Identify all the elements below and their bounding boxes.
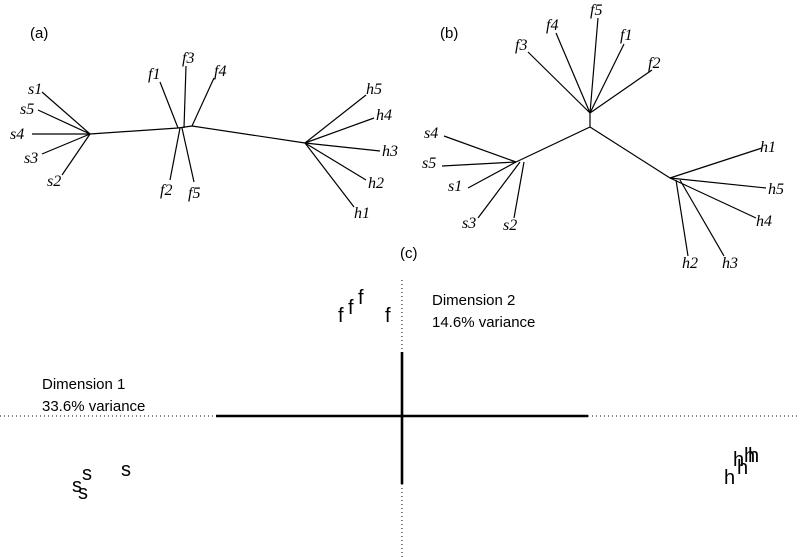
tree-b-branch xyxy=(443,135,517,163)
tree-b-branch xyxy=(527,51,591,114)
tree-b-leaf-label: s2 xyxy=(503,217,517,234)
tree-b-branch xyxy=(441,161,517,167)
tree-b-leaf-label: f4 xyxy=(546,17,558,34)
tree-b-leaf-label: s4 xyxy=(424,125,438,142)
tree-b-leaf-label: h5 xyxy=(768,181,784,198)
tree-a-branch xyxy=(159,81,179,129)
scatter-point-h: h xyxy=(748,445,759,467)
tree-a-branch xyxy=(89,127,179,135)
tree-a-leaf-label: s3 xyxy=(24,150,38,167)
tree-a-branch xyxy=(304,142,355,208)
tree-b-leaf-label: f1 xyxy=(620,27,632,44)
scatter-point-s: s xyxy=(72,475,82,497)
tree-a-branch xyxy=(191,125,306,144)
tree-a-leaf-label: f1 xyxy=(148,66,160,83)
scatter-point-f: f xyxy=(358,287,364,309)
tree-b-branch xyxy=(589,17,599,114)
tree-a: s1 s5 s4 s3 s2 f1 f3 f4 f2 f5 h5 h4 h3 h… xyxy=(10,50,398,222)
tree-a-leaf-label: f2 xyxy=(160,182,172,199)
tree-b-leaf-label: h1 xyxy=(760,139,776,156)
tree-a-branch xyxy=(183,65,187,129)
scatter-panel: Dimension 2 14.6% variance Dimension 1 3… xyxy=(0,280,800,557)
scatter-point-h: h xyxy=(724,467,735,489)
tree-b-branch xyxy=(513,161,525,219)
tree-b-branch xyxy=(675,179,689,257)
tree-a-branch xyxy=(177,125,193,129)
tree-b-leaf-label: h2 xyxy=(682,255,698,272)
tree-b-leaf-label: s1 xyxy=(448,178,462,195)
tree-a-leaf-label: h3 xyxy=(382,143,398,160)
tree-a-leaf-label: h4 xyxy=(376,107,392,124)
tree-b: f4 f5 f3 f1 f2 s4 s5 s1 s3 s2 h1 h5 h4 h… xyxy=(422,2,784,272)
scatter-point-h: h xyxy=(737,457,748,479)
tree-a-leaf-label: s1 xyxy=(28,81,42,98)
tree-b-leaf-label: h4 xyxy=(756,213,772,230)
tree-a-branch xyxy=(41,91,91,135)
tree-b-branch xyxy=(669,147,763,179)
scatter-point-h: h xyxy=(733,449,744,471)
tree-b-branch xyxy=(467,161,517,189)
tree-b-branch xyxy=(669,177,767,189)
tree-a-branch xyxy=(37,109,91,135)
scatter-point-s: s xyxy=(78,482,88,504)
tree-a-leaf-label: f5 xyxy=(188,185,200,202)
tree-b-leaf-label: f5 xyxy=(590,2,602,19)
tree-a-branch xyxy=(304,94,367,144)
tree-a-leaf-label: s4 xyxy=(10,126,24,143)
scatter-point-h: h xyxy=(744,445,755,467)
tree-b-leaf-label: s5 xyxy=(422,155,436,172)
tree-b-leaf-label: h3 xyxy=(722,255,738,272)
tree-b-branch xyxy=(679,179,725,257)
tree-b-branch xyxy=(477,161,521,219)
scatter-point-f: f xyxy=(338,305,344,327)
tree-a-branch xyxy=(304,142,381,152)
tree-a-branch xyxy=(181,127,195,183)
tree-b-branch xyxy=(589,69,653,114)
scatter-point-f: f xyxy=(385,305,391,327)
tree-b-leaf-label: f3 xyxy=(515,37,527,54)
scatter-point-f: f xyxy=(348,297,354,319)
tree-a-leaf-label: h1 xyxy=(354,205,370,222)
tree-a-branch xyxy=(304,117,375,144)
tree-a-leaf-label: h5 xyxy=(366,81,382,98)
dim1-variance: 33.6% variance xyxy=(42,398,145,415)
dim1-name: Dimension 1 xyxy=(42,376,125,393)
tree-a-branch xyxy=(61,133,91,176)
tree-b-leaf-label: f2 xyxy=(648,55,660,72)
tree-a-leaf-label: h2 xyxy=(368,175,384,192)
panel-a-label: (a) xyxy=(30,25,48,42)
tree-a-leaf-label: s2 xyxy=(47,173,61,190)
tree-a-branch xyxy=(304,142,367,181)
tree-a-branch xyxy=(169,127,181,181)
tree-a-leaf-label: s5 xyxy=(20,101,34,118)
panel-c-label: (c) xyxy=(400,245,418,262)
panel-b-label: (b) xyxy=(440,25,458,42)
tree-b-branch xyxy=(589,126,671,179)
tree-b-branch xyxy=(515,126,591,163)
tree-b-leaf-label: s3 xyxy=(462,215,476,232)
tree-b-branch xyxy=(669,177,757,219)
dim2-variance: 14.6% variance xyxy=(432,314,535,331)
scatter-point-s: s xyxy=(121,459,131,481)
scatter-point-s: s xyxy=(82,463,92,485)
dim2-name: Dimension 2 xyxy=(432,292,515,309)
tree-a-leaf-label: f4 xyxy=(214,63,226,80)
tree-b-branch xyxy=(589,43,625,114)
tree-a-leaf-label: f3 xyxy=(182,50,194,67)
tree-a-branch xyxy=(191,77,215,127)
tree-b-branch xyxy=(555,32,591,114)
tree-a-branch xyxy=(41,133,91,155)
